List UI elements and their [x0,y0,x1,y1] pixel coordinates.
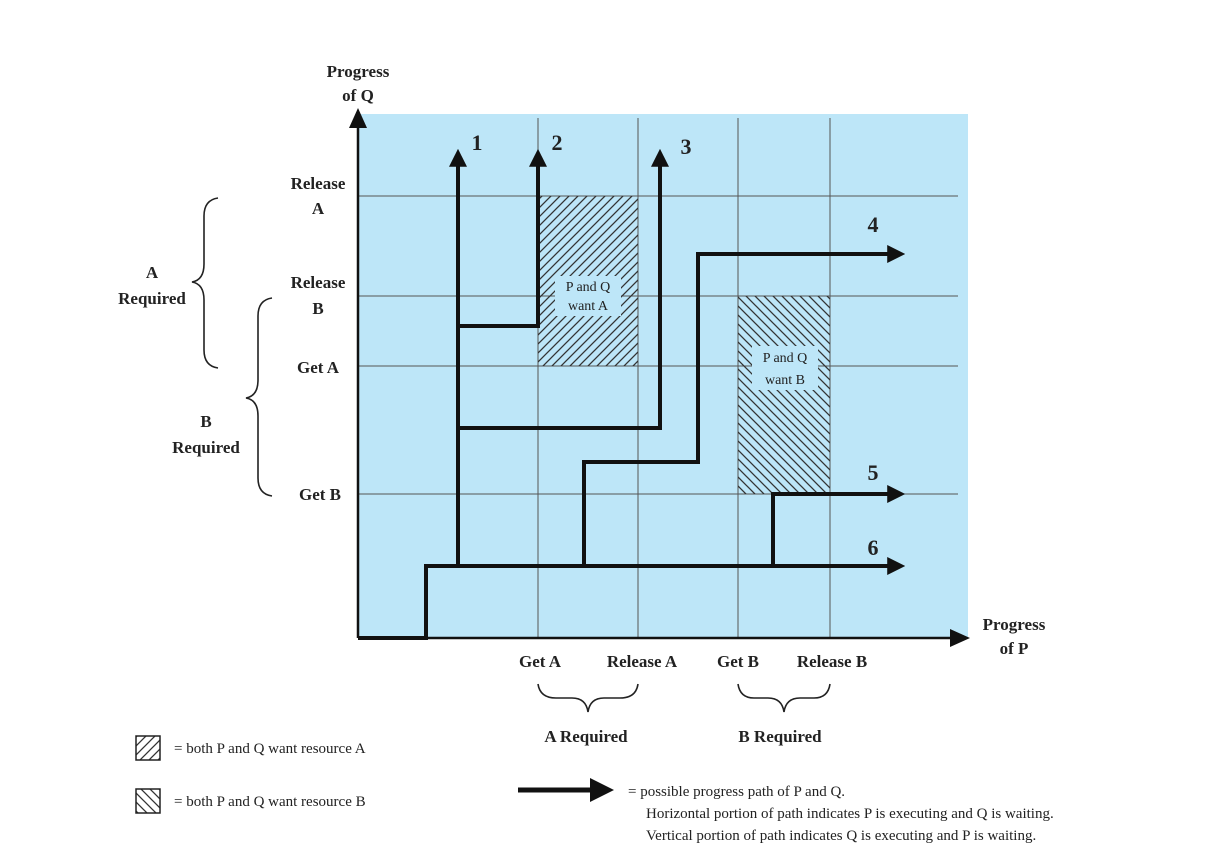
path-2-line [458,148,547,328]
path-label-5: 5 [868,460,879,485]
legend-hatch-a-swatch [135,735,161,761]
legend-hatch-b-text: = both P and Q want resource B [174,794,366,810]
y-brace-b-required [245,297,273,497]
path-label-2: 2 [552,130,563,155]
x-label-get-b: Get B [717,652,759,671]
x-axis-title-line2: of P [1000,639,1029,658]
region-a-label-line2: want A [568,299,609,314]
y-axis-title-line2: of Q [342,86,374,105]
progress-paths [358,148,906,640]
region-both-want-b [738,296,830,494]
legend-arrow-text-line3: Vertical portion of path indicates Q is … [646,828,1036,844]
x-brace-a-required [537,683,639,713]
x-brace-b-required [737,683,831,713]
path-label-6: 6 [868,535,879,560]
y-axis-arrowhead [349,108,367,128]
x-label-get-a: Get A [519,652,562,671]
path-6-line [358,557,906,640]
y-brace-a-required [191,197,219,369]
x-brace-a-label: A Required [544,727,628,746]
legend-hatch-b-swatch [135,788,161,814]
path-4-line [582,245,906,566]
path-3-line [458,148,669,430]
path-label-3: 3 [681,134,692,159]
region-b-label-line2: want B [765,373,805,388]
x-label-release-b: Release B [797,652,867,671]
y-brace-b-label-line2: Required [172,438,240,457]
x-axis-title-line1: Progress [983,615,1046,634]
y-label-get-b: Get B [299,485,341,504]
x-brace-b-label: B Required [738,727,822,746]
y-label-release-b-line1: Release [291,273,346,292]
legend-arrow-text-line1: = possible progress path of P and Q. [628,784,845,800]
legend-arrow-head [590,778,614,802]
region-b-label-bg [752,346,818,390]
path-label-1: 1 [472,130,483,155]
y-label-get-a: Get A [297,358,340,377]
legend-arrow-text-line2: Horizontal portion of path indicates P i… [646,806,1054,822]
legend-hatch-a-text: = both P and Q want resource A [174,741,366,757]
path-label-4: 4 [868,212,879,237]
y-brace-b-label-line1: B [200,412,211,431]
region-a-label-line1: P and Q [566,280,611,295]
x-label-release-a: Release A [607,652,678,671]
y-brace-a-label-line1: A [146,263,159,282]
y-brace-a-label-line2: Required [118,289,186,308]
region-a-label-bg [555,276,621,316]
x-axis-arrowhead [950,629,970,647]
region-b-label-line1: P and Q [763,351,808,366]
path-5-line [771,485,906,566]
y-label-release-a-line2: A [312,199,325,218]
y-label-release-a-line1: Release [291,174,346,193]
y-label-release-b-line2: B [312,299,323,318]
y-axis-title-line1: Progress [327,62,390,81]
